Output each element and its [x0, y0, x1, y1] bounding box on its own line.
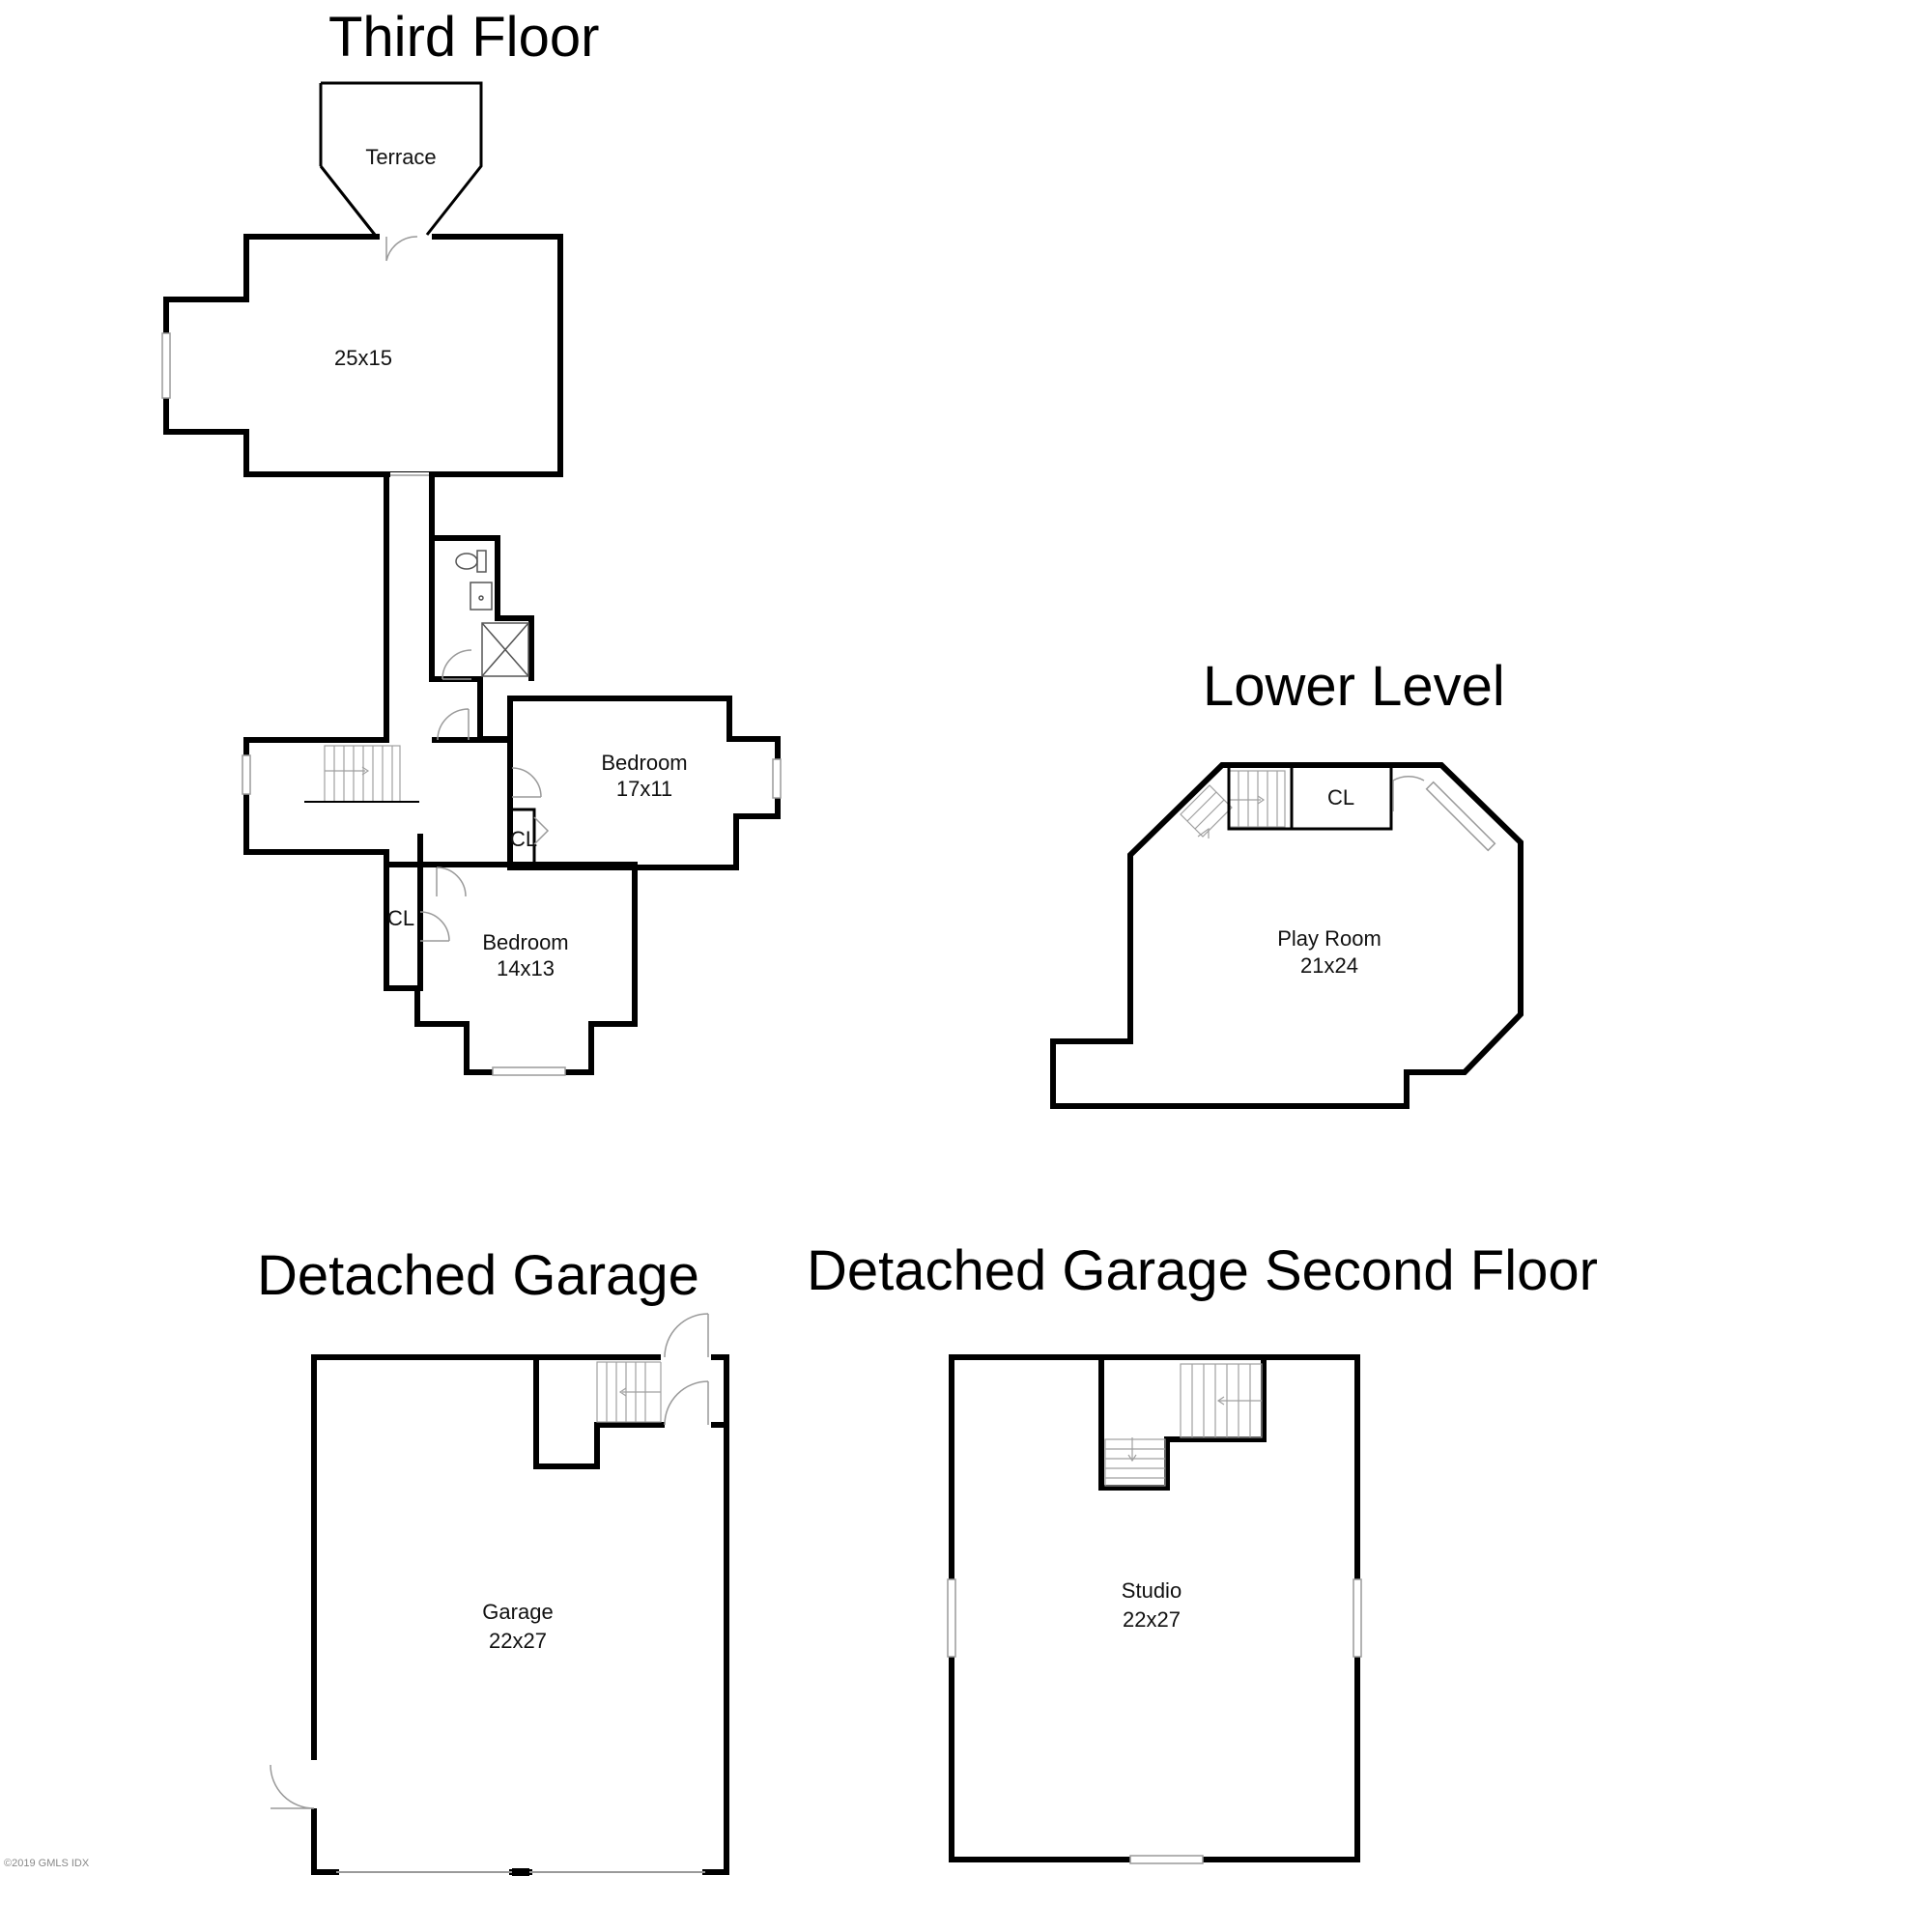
lower-closet-walls [1227, 768, 1393, 831]
play-room-name: Play Room [1277, 926, 1381, 951]
play-room-size: 21x24 [1300, 953, 1358, 978]
stairs-lower-level [1180, 770, 1286, 838]
garage-size: 22x27 [489, 1629, 547, 1653]
title-detached-garage: Detached Garage [257, 1244, 699, 1307]
hallway-walls [384, 471, 534, 743]
studio-stair-enclosure [1098, 1354, 1267, 1491]
detached-garage-second-floor-plan: Studio 22x27 [947, 1354, 1362, 1864]
stairs-third-floor [304, 745, 419, 803]
sink-icon [470, 582, 493, 611]
bedroom-1-size: 17x11 [616, 777, 672, 801]
bathroom-walls [429, 535, 513, 742]
garage-name: Garage [482, 1600, 553, 1624]
studio-size: 22x27 [1123, 1607, 1181, 1632]
lower-level-plan: CL Play Room 21x24 [1050, 762, 1524, 1109]
stairs-garage [596, 1361, 662, 1423]
bedroom-14x13-walls [384, 849, 638, 1075]
stairs-studio [1104, 1363, 1263, 1487]
terrace-label: Terrace [365, 145, 436, 169]
copyright-credit: ©2019 GMLS IDX [4, 1858, 90, 1869]
title-lower-level: Lower Level [1203, 655, 1505, 718]
third-floor-plan: Terrace 25x15 [161, 81, 782, 1076]
bedroom-2-size: 14x13 [497, 956, 555, 980]
play-room-walls [1050, 762, 1524, 1109]
closet-1-label: CL [510, 827, 537, 851]
shower-icon [481, 622, 529, 677]
studio-walls [949, 1354, 1360, 1862]
lower-closet-label: CL [1327, 785, 1354, 810]
toilet-icon [455, 553, 478, 570]
stair-arrow-icon [1197, 827, 1210, 838]
bedroom-1-name: Bedroom [601, 751, 687, 775]
detached-garage-plan: Garage 22x27 [270, 1313, 729, 1876]
bedroom-2-name: Bedroom [482, 930, 568, 954]
stair-hall-walls [243, 737, 513, 870]
studio-name: Studio [1122, 1578, 1182, 1603]
main-room-walls [163, 234, 563, 477]
title-third-floor: Third Floor [328, 6, 599, 69]
garage-walls [311, 1354, 729, 1875]
main-room-size: 25x15 [334, 346, 392, 370]
closet-2-label: CL [387, 906, 414, 930]
garage-stair-enclosure [533, 1354, 729, 1469]
closet-1-walls [510, 808, 536, 867]
terrace-door [385, 236, 418, 262]
title-detached-garage-second-floor: Detached Garage Second Floor [807, 1239, 1598, 1302]
